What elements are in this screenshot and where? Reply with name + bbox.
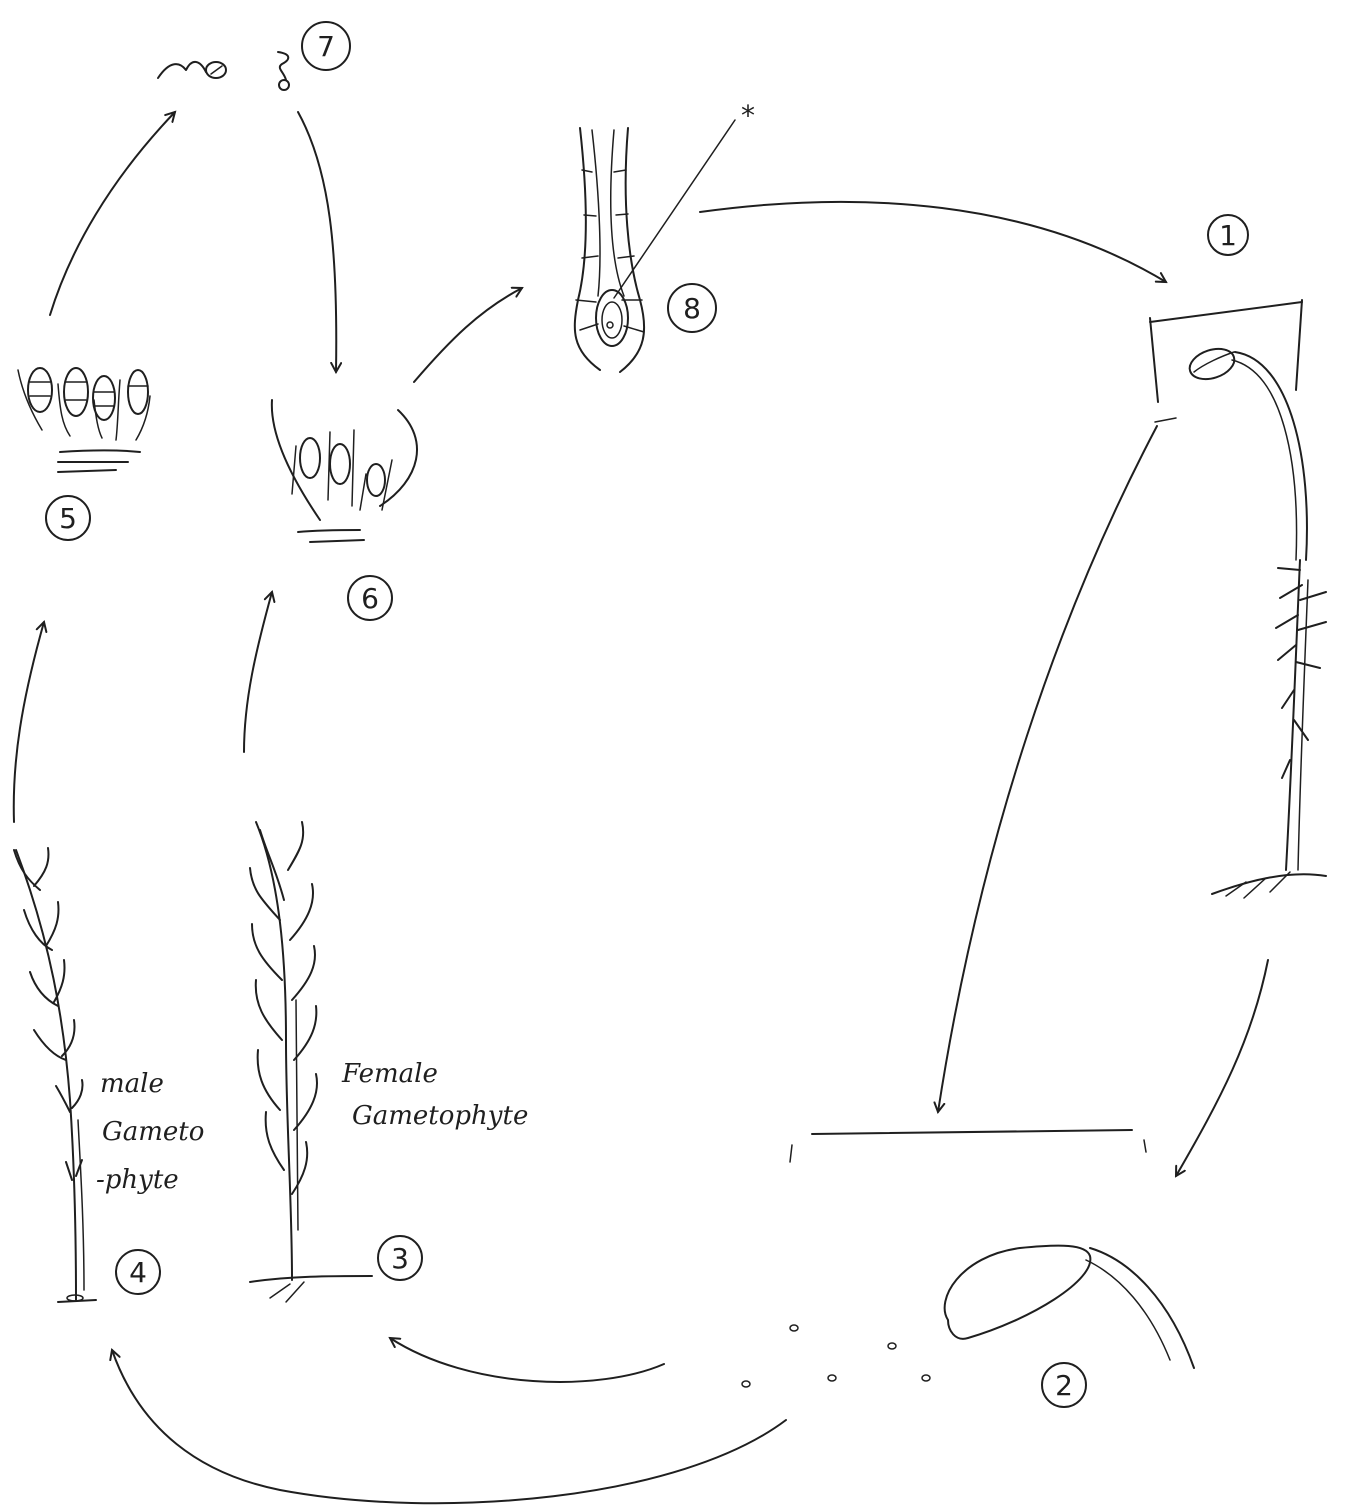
spore [742, 1381, 750, 1387]
female-ground [250, 1276, 372, 1282]
zygote-nucleus [607, 322, 613, 328]
archegonial-head-left [272, 400, 320, 520]
ground-line [1212, 874, 1326, 894]
stage-3-female-gametophyte: 3 Female Gametophyte [250, 822, 528, 1302]
archegonia-paraphyses [292, 430, 392, 510]
gametophyte-stem-1 [1286, 560, 1300, 870]
female-label-line-1: Female [341, 1059, 438, 1089]
male-label-line-3: -phyte [96, 1165, 179, 1195]
cycle-arrows [14, 112, 1268, 1503]
zygote [602, 302, 622, 338]
stage-2-number: 2 [1055, 1369, 1073, 1402]
female-leaves [250, 822, 317, 1194]
zoom-box-top [1150, 302, 1302, 322]
arrow-spores-to-female [390, 1338, 664, 1382]
stage-4-male-gametophyte: 4 male Gameto -phyte [14, 848, 204, 1302]
male-label-line-2: Gameto [102, 1117, 204, 1147]
capsule [1186, 344, 1238, 385]
sperm-head-line [211, 66, 222, 74]
archegonium [367, 464, 385, 496]
zoom-connector [1155, 418, 1176, 422]
male-stem [16, 850, 76, 1300]
spore [790, 1325, 798, 1331]
arrow-stage-8-to-1 [700, 202, 1166, 282]
stage-5-number: 5 [59, 502, 77, 535]
stage-8-archegonium: * 8 [575, 99, 755, 372]
arrow-stage-5-to-7 [50, 112, 175, 315]
star-marker: * [741, 99, 755, 132]
arrow-stage-1-to-2 [1176, 960, 1268, 1176]
archegonium [300, 438, 320, 478]
arrow-stage-3-to-6 [244, 592, 272, 752]
gamete-squiggle [278, 52, 288, 80]
spore [922, 1375, 930, 1381]
open-capsule [945, 1246, 1091, 1339]
stage-3-number: 3 [391, 1242, 409, 1275]
stage-6-number: 6 [361, 582, 379, 615]
archegonia-base [298, 530, 364, 542]
antheridia-cells [30, 382, 148, 406]
antheridia-base [58, 451, 140, 473]
female-rhizoids [270, 1282, 304, 1302]
stage-6-archegonia: 6 [272, 400, 417, 620]
archegonium [330, 444, 350, 484]
gametophyte-stem-2 [1298, 580, 1308, 870]
stage-4-number: 4 [129, 1256, 147, 1289]
antheridium [128, 370, 148, 414]
antheridium [64, 368, 88, 416]
arrow-stage-1-to-2-zoom [938, 426, 1157, 1112]
female-stem [256, 822, 292, 1280]
female-label-line-2: Gametophyte [352, 1101, 528, 1131]
seta-inner [1232, 360, 1297, 560]
zoom-box-left [1150, 318, 1158, 402]
arrow-spores-to-male [112, 1350, 786, 1503]
stage-7-number: 7 [317, 30, 335, 63]
spore [888, 1343, 896, 1349]
stage-1-sporophyte: 1 [1150, 215, 1326, 898]
zoom-bracket-top [812, 1130, 1132, 1134]
sperm-tail [158, 62, 206, 78]
egg-cell [279, 80, 289, 90]
arrow-stage-6-to-8 [414, 288, 522, 382]
archegonium-inner-left [592, 130, 600, 296]
stage-7-gametes: 7 [158, 22, 350, 90]
arrow-stage-4-to-5 [14, 622, 44, 822]
female-stem-inner [296, 1000, 298, 1230]
antheridium [28, 368, 52, 412]
stage-5-antheridia: 5 [18, 368, 150, 540]
stage-1-number: 1 [1219, 219, 1237, 252]
spore [828, 1375, 836, 1381]
male-stem-inner [78, 1120, 84, 1290]
zoom-bracket-ends [790, 1140, 1146, 1162]
archegonium-inner-right [611, 130, 624, 296]
male-label-line-1: male [100, 1069, 164, 1099]
arrow-stage-7-to-6 [298, 112, 336, 372]
archegonium-cells-left [576, 170, 598, 330]
zoom-box-right [1296, 300, 1302, 390]
capsule-seta-b [1086, 1260, 1170, 1360]
stage-2-spore-release: 2 [742, 1130, 1194, 1407]
stage-8-number: 8 [683, 292, 701, 325]
